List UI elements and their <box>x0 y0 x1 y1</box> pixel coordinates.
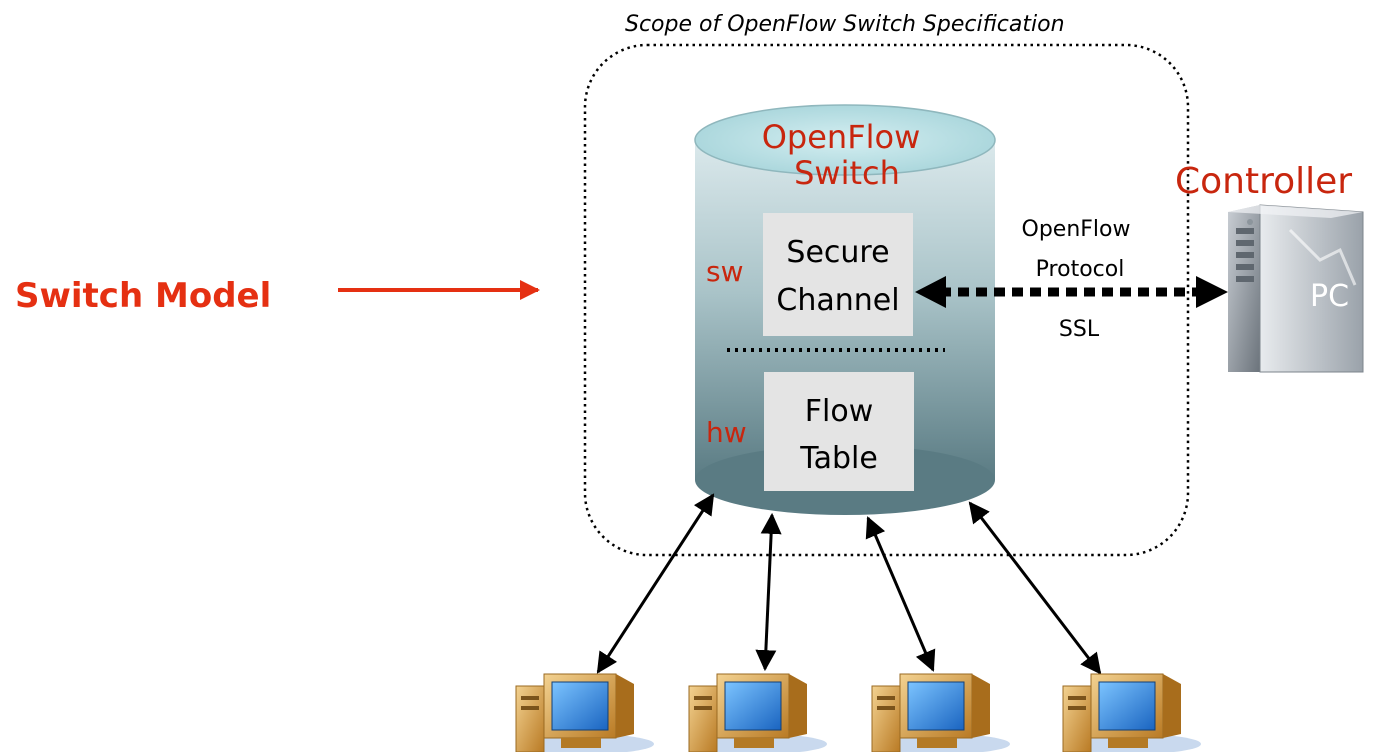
protocol-label-line1: OpenFlow <box>1022 217 1131 242</box>
scope-title: Scope of OpenFlow Switch Specification <box>625 12 1065 37</box>
sw-layer-label: sw <box>706 255 744 288</box>
flow-table-line1: Flow <box>805 394 873 429</box>
host-link-4 <box>968 501 1102 675</box>
protocol-arrowhead-right <box>1196 276 1228 308</box>
flow-table-block <box>764 372 914 491</box>
secure-channel-line2: Channel <box>776 283 899 318</box>
host-link-1 <box>596 493 715 674</box>
desktop-computer-icon <box>1062 673 1201 752</box>
desktop-computer-icon <box>871 673 1010 752</box>
protocol-arrowhead-left <box>915 276 946 308</box>
hw-layer-label: hw <box>706 416 747 449</box>
switch-name-line1: OpenFlow <box>762 118 921 156</box>
controller-label: Controller <box>1175 161 1352 202</box>
secure-channel-line1: Secure <box>786 235 889 270</box>
switch-model-label: Switch Model <box>15 276 271 316</box>
protocol-label-line2: Protocol <box>1036 257 1125 282</box>
server-icon <box>1228 204 1364 373</box>
scope-boundary <box>583 43 1190 557</box>
host-link-3 <box>865 516 936 672</box>
protocol-label-line3: SSL <box>1059 317 1100 342</box>
flow-table-line2: Table <box>799 441 878 476</box>
secure-channel-block <box>763 213 913 336</box>
desktop-computer-icon <box>515 673 654 752</box>
pc-label: PC <box>1310 279 1349 314</box>
switch-name-line2: Switch <box>794 154 900 192</box>
host-links <box>596 493 1102 675</box>
desktop-computer-icon <box>688 673 827 752</box>
host-link-2 <box>755 512 782 672</box>
